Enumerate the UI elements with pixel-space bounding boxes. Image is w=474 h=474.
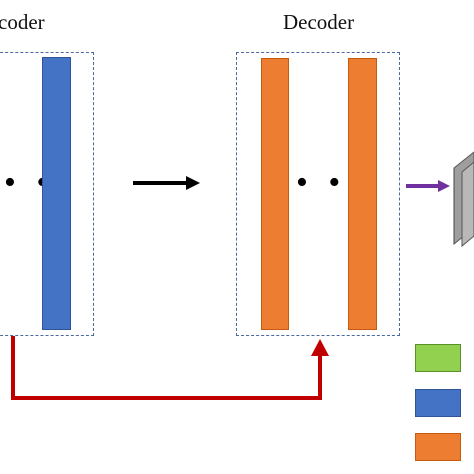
legend-swatch-blue xyxy=(415,389,461,417)
legend-swatch-green xyxy=(415,344,461,372)
decoder-layer-bar-1 xyxy=(261,58,289,330)
encoder-ellipsis: • • xyxy=(4,164,55,201)
output-arrow xyxy=(406,180,450,192)
encoder-to-decoder-arrow xyxy=(133,176,200,190)
skip-connection-arrow xyxy=(11,336,329,400)
output-volume-block xyxy=(453,151,474,248)
decoder-title: Decoder xyxy=(283,10,355,34)
decoder-layer-bar-2 xyxy=(348,58,377,330)
encoder-box xyxy=(0,52,94,336)
encoder-layer-bar xyxy=(42,57,71,330)
legend-swatch-orange xyxy=(415,433,461,461)
encoder-title: coder xyxy=(0,10,45,34)
decoder-box xyxy=(236,52,400,336)
